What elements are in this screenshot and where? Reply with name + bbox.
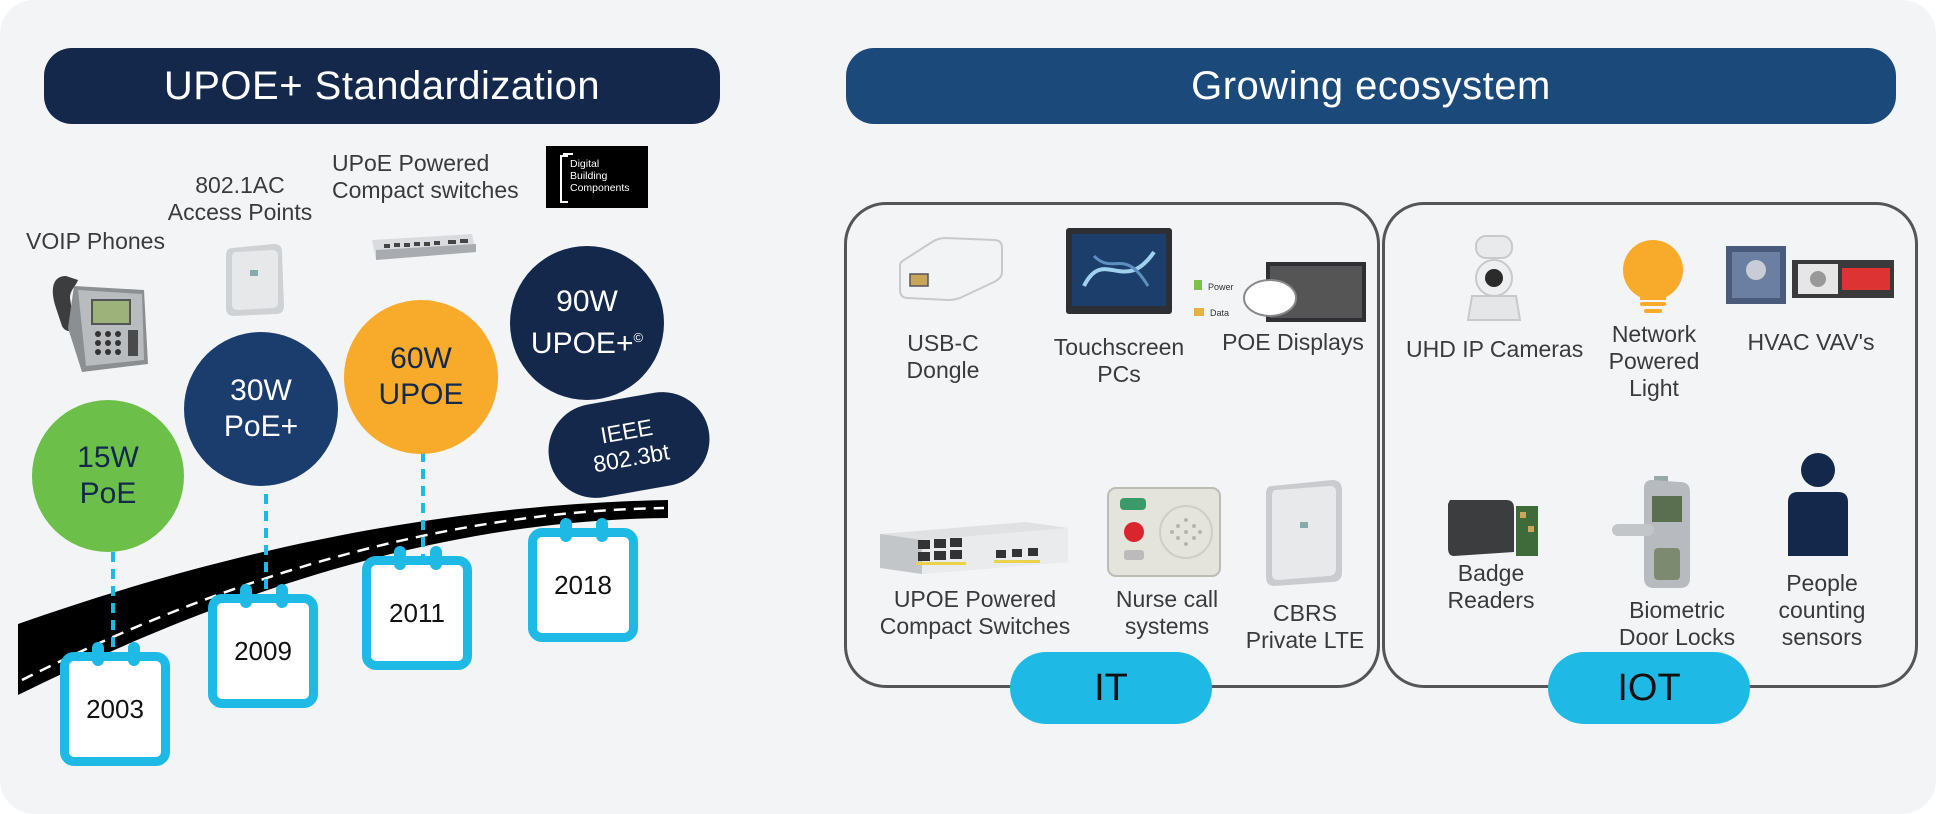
hvac-vav-image: [1726, 246, 1894, 304]
it-category-pill: IT: [1010, 652, 1212, 724]
access-point-image: [226, 244, 284, 316]
poe-display-image: Power Data: [1194, 262, 1366, 322]
nurse-call-image: [1107, 487, 1221, 577]
uhd-camera-image: [1466, 235, 1522, 321]
voip-phone-image: [52, 276, 148, 372]
digital-building-logo: Digital Building Components: [546, 146, 648, 208]
people-sensor-icon: [1788, 453, 1848, 556]
year-2011-calendar: 2011: [362, 546, 472, 670]
ecosystem-banner: Growing ecosystem: [846, 48, 1896, 124]
iot-category-pill: IOT: [1548, 652, 1750, 724]
hvac-vav-label: HVAC VAV's: [1747, 329, 1875, 355]
biometric-lock-image: [1612, 476, 1690, 588]
year-2018-calendar: 2018: [528, 518, 638, 642]
compact-switch-image: [372, 234, 476, 260]
year-2009-calendar: 2009: [208, 584, 318, 708]
network-light-image: [1623, 240, 1683, 313]
touchscreen-pc-image: [1066, 228, 1172, 314]
usb-c-dongle-image: [899, 236, 1003, 302]
cbrs-radio-image: [1266, 480, 1342, 586]
svg-text:Power: Power: [1208, 282, 1234, 292]
year-2003-calendar: 2003: [60, 642, 170, 766]
poe-displays-label: POE Displays: [1222, 329, 1364, 355]
voip-phones-label: VOIP Phones: [26, 228, 165, 254]
svg-text:Data: Data: [1210, 308, 1229, 318]
upoe-compact-switch-image: [880, 522, 1068, 574]
milestone-90w-upoe-plus: 90W UPOE+©: [510, 246, 664, 400]
standardization-banner: UPOE+ Standardization: [44, 48, 720, 124]
uhd-cameras-label: UHD IP Cameras: [1406, 336, 1584, 362]
badge-reader-image: [1448, 500, 1538, 556]
